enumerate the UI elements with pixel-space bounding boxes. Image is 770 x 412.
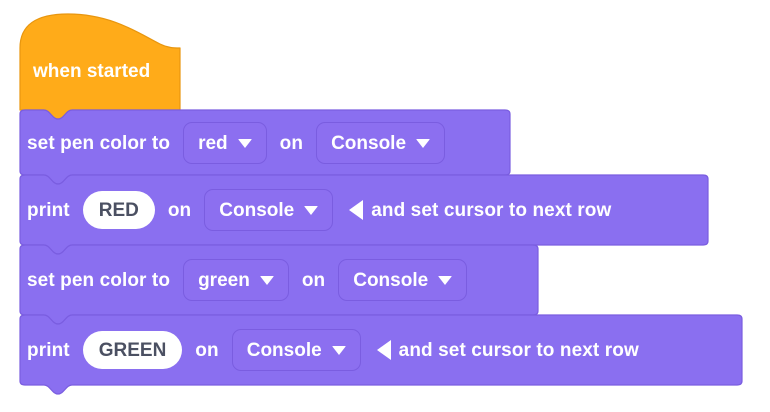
target-value: Console bbox=[331, 132, 407, 154]
triangle-left-icon[interactable] bbox=[376, 340, 391, 360]
connector-on-label: on bbox=[279, 132, 304, 154]
set-pen-color-label: set pen color to bbox=[27, 269, 171, 291]
chevron-down-icon bbox=[331, 345, 346, 355]
pen-color-value: red bbox=[198, 132, 228, 154]
target-dropdown-console-4[interactable]: Console bbox=[231, 329, 361, 371]
print-suffix-label: and set cursor to next row bbox=[371, 199, 612, 221]
triangle-left-icon[interactable] bbox=[349, 200, 364, 220]
print-text-value: RED bbox=[98, 199, 139, 221]
hat-block-label: when started bbox=[33, 61, 151, 82]
pen-color-dropdown-red[interactable]: red bbox=[183, 122, 267, 164]
target-dropdown-console-2[interactable]: Console bbox=[204, 189, 334, 231]
connector-on-label: on bbox=[167, 199, 192, 221]
block-set-pen-color-green[interactable]: set pen color to green on Console bbox=[20, 254, 473, 306]
target-value: Console bbox=[353, 269, 429, 291]
print-text-value: GREEN bbox=[98, 339, 167, 361]
block-print-green[interactable]: print GREEN on Console and set cursor to… bbox=[20, 324, 646, 376]
chevron-down-icon bbox=[416, 138, 431, 148]
target-dropdown-console-1[interactable]: Console bbox=[316, 122, 446, 164]
connector-on-label: on bbox=[301, 269, 326, 291]
print-text-input-red[interactable]: RED bbox=[82, 191, 155, 229]
chevron-down-icon bbox=[304, 205, 319, 215]
pen-color-dropdown-green[interactable]: green bbox=[183, 259, 289, 301]
target-value: Console bbox=[246, 339, 322, 361]
print-label: print bbox=[27, 339, 70, 361]
chevron-down-icon bbox=[259, 275, 274, 285]
chevron-down-icon bbox=[438, 275, 453, 285]
set-pen-color-label: set pen color to bbox=[27, 132, 171, 154]
target-value: Console bbox=[219, 199, 295, 221]
print-label: print bbox=[27, 199, 70, 221]
chevron-down-icon bbox=[237, 138, 252, 148]
block-set-pen-color-red[interactable]: set pen color to red on Console bbox=[20, 117, 451, 169]
target-dropdown-console-3[interactable]: Console bbox=[338, 259, 468, 301]
pen-color-value: green bbox=[198, 269, 250, 291]
block-print-red[interactable]: print RED on Console and set cursor to n… bbox=[20, 184, 618, 236]
connector-on-label: on bbox=[195, 339, 219, 361]
print-suffix-label: and set cursor to next row bbox=[398, 339, 639, 361]
print-text-input-green[interactable]: GREEN bbox=[82, 331, 183, 369]
